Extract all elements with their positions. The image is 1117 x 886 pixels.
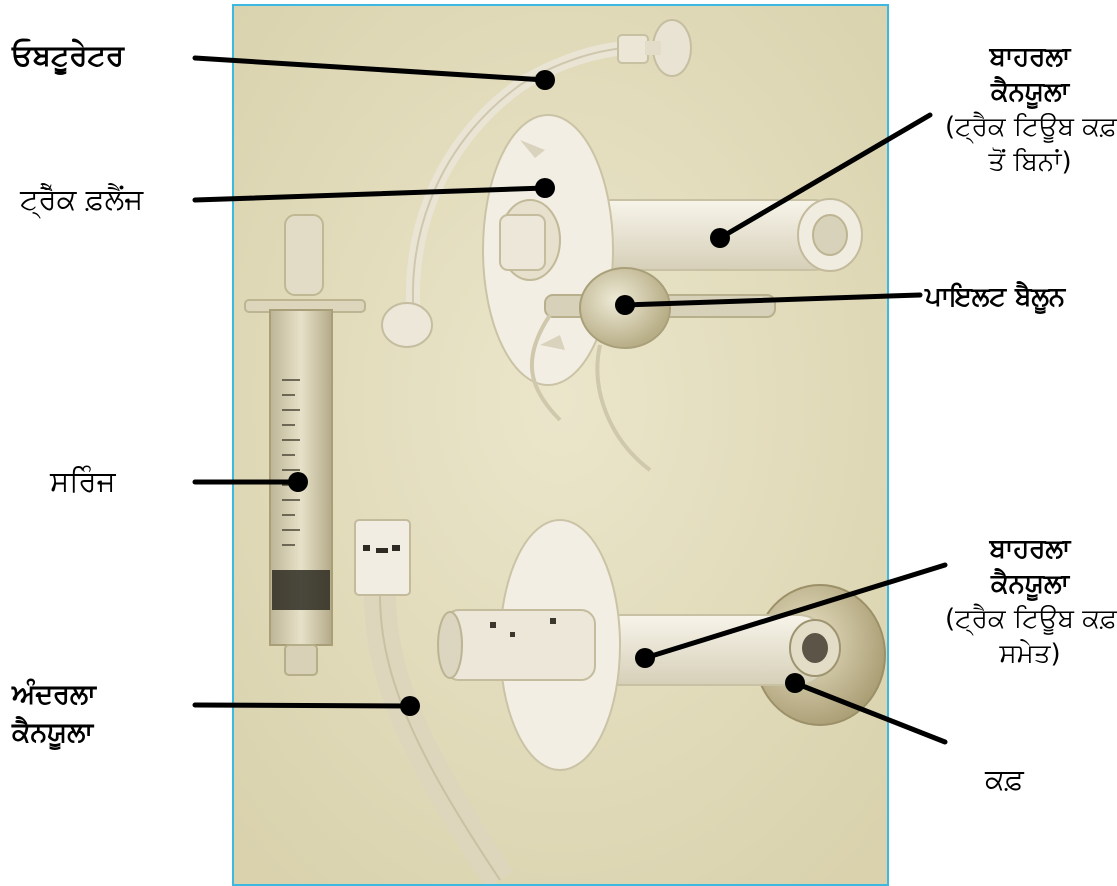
label-obturator: ਓਬਟੂਰੇਟਰ <box>12 36 124 74</box>
label-outer-cannula-with-cuff: ਬਾਹਰਲਾ ਕੈਨਯੂਲਾ (ਟ੍ਰੈਕ ਟਿਊਬ ਕਫ਼ ਸਮੇਤ) <box>945 532 1115 672</box>
label-outer-with-cuff-line1: ਬਾਹਰਲਾ <box>945 532 1115 567</box>
label-pilot-balloon: ਪਾਇਲਟ ਬੈਲੂਨ <box>925 278 1065 316</box>
label-syringe: ਸਰਿੰਜ <box>50 462 116 500</box>
leader-inner-cannula <box>195 705 410 706</box>
dot-outer-cannula-with-cuff <box>635 648 655 668</box>
label-outer-no-cuff-line1: ਬਾਹਰਲਾ <box>945 40 1115 75</box>
label-outer-with-cuff-line4: ਸਮੇਤ) <box>945 637 1115 672</box>
label-outer-no-cuff-line3: (ਟ੍ਰੈਕ ਟਿਊਬ ਕਫ਼ <box>945 110 1115 145</box>
dot-obturator <box>535 70 555 90</box>
label-inner-cannula-line2: ਕੈਨਯੂਲਾ <box>12 714 96 752</box>
label-inner-cannula: ਅੰਦਰਲਾ ਕੈਨਯੂਲਾ <box>12 676 96 752</box>
dot-trach-flange <box>535 178 555 198</box>
dot-pilot-balloon <box>615 295 635 315</box>
label-inner-cannula-line1: ਅੰਦਰਲਾ <box>12 676 96 714</box>
label-outer-cannula-no-cuff: ਬਾਹਰਲਾ ਕੈਨਯੂਲਾ (ਟ੍ਰੈਕ ਟਿਊਬ ਕਫ਼ ਤੋਂ ਬਿਨਾਂ… <box>945 40 1115 180</box>
dot-inner-cannula <box>400 696 420 716</box>
label-outer-with-cuff-line2: ਕੈਨਯੂਲਾ <box>945 567 1115 602</box>
device-photo <box>233 5 888 885</box>
label-trach-flange: ਟ੍ਰੈੱਕ ਫ਼ਲੈਂਜ <box>20 180 143 218</box>
label-outer-with-cuff-line3: (ਟ੍ਰੈਕ ਟਿਊਬ ਕਫ਼ <box>945 602 1115 637</box>
label-outer-no-cuff-line2: ਕੈਨਯੂਲਾ <box>945 75 1115 110</box>
label-outer-no-cuff-line4: ਤੋਂ ਬਿਨਾਂ) <box>945 145 1115 180</box>
dot-cuff <box>785 673 805 693</box>
dot-outer-cannula-no-cuff <box>710 228 730 248</box>
label-cuff: ਕਫ਼ <box>985 760 1024 798</box>
dot-syringe <box>288 472 308 492</box>
